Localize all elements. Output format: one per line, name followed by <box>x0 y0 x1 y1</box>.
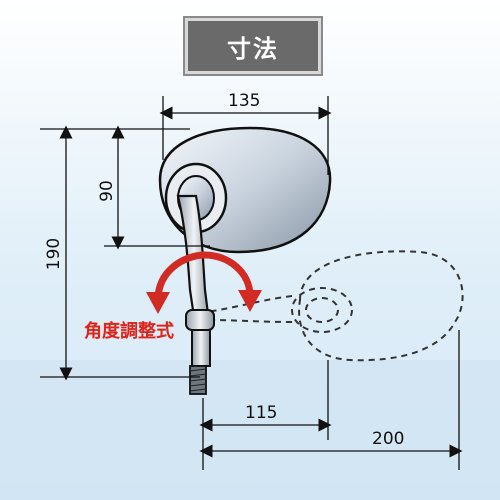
dim-width-top: 135 <box>228 91 261 111</box>
mirror-stem <box>176 194 215 395</box>
dim-reach-200: 200 <box>372 429 405 449</box>
dimension-lines <box>40 96 463 470</box>
dim-height-head: 90 <box>96 180 117 202</box>
title-box: 寸法 <box>185 18 321 74</box>
dim-height-total: 190 <box>44 237 65 271</box>
diagram-title: 寸法 <box>227 34 279 63</box>
dim-reach-115: 115 <box>245 403 278 423</box>
floor-band <box>0 360 500 500</box>
rotation-arrow-icon <box>146 251 262 314</box>
angle-adjust-label: 角度調整式 <box>84 321 174 342</box>
